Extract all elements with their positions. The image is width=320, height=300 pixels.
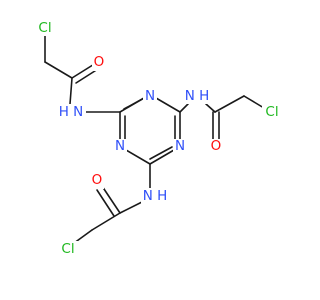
ring-bond bbox=[125, 149, 151, 165]
carbonyl-oxygen-right: O bbox=[211, 138, 222, 154]
chlorine-bottom: Cl bbox=[61, 241, 74, 257]
amide-nh-bottom: N H bbox=[143, 188, 168, 204]
label-bg bbox=[58, 104, 86, 120]
amide-nh-right: N H bbox=[185, 88, 210, 104]
label-bg bbox=[209, 139, 223, 155]
ring-nitrogen-top: N bbox=[145, 88, 155, 104]
chlorine-right: Cl bbox=[265, 104, 278, 120]
label-bg bbox=[184, 88, 212, 104]
carbonyl-bond bbox=[101, 185, 121, 214]
chain-bond bbox=[243, 95, 265, 109]
ring-bond bbox=[149, 146, 173, 160]
label-bg bbox=[58, 241, 78, 257]
label-bg bbox=[90, 173, 104, 189]
label-bg bbox=[141, 188, 169, 204]
amide-nh-left: H N bbox=[59, 104, 84, 120]
label-bg bbox=[173, 139, 187, 155]
chain-bond bbox=[205, 103, 216, 113]
chain-bond bbox=[119, 201, 143, 214]
carbonyl-bond bbox=[75, 68, 99, 84]
ring-nitrogen-right: N bbox=[175, 138, 185, 154]
ring-bond bbox=[123, 96, 147, 110]
label-bg bbox=[113, 139, 127, 155]
label-bg bbox=[143, 88, 157, 104]
bonds bbox=[44, 33, 265, 247]
chain-bond bbox=[44, 61, 73, 79]
chain-bond bbox=[179, 103, 189, 113]
label-bg bbox=[35, 20, 55, 36]
carbonyl-oxygen-bottom: O bbox=[92, 172, 103, 188]
carbonyl-oxygen-left: O bbox=[94, 54, 105, 70]
chlorine-left: Cl bbox=[38, 20, 51, 36]
ring-bond bbox=[155, 97, 181, 113]
chain-bond bbox=[69, 77, 73, 105]
label-bg bbox=[262, 104, 282, 120]
atom-labels: N N N H N N H N H O O O Cl Cl Cl bbox=[35, 20, 282, 257]
ring-nitrogen-left: N bbox=[115, 138, 125, 154]
chain-bond bbox=[91, 212, 121, 231]
label-bg bbox=[92, 55, 106, 71]
carbonyl-bond bbox=[96, 189, 115, 217]
ring-bond bbox=[149, 149, 175, 165]
chain-bond bbox=[214, 95, 245, 113]
molecule-structure: N N N H N N H N H O O O Cl Cl Cl bbox=[35, 20, 282, 257]
